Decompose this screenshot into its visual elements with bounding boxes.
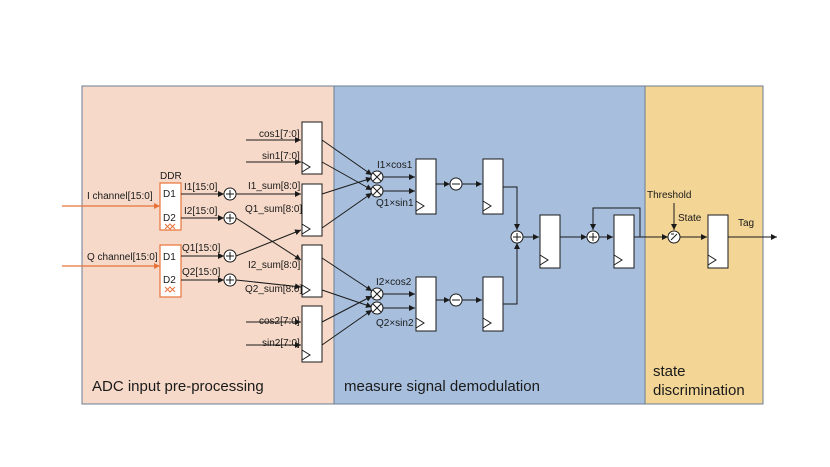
ddr-i-clock-icon [164,223,176,230]
i2-label: I2[15:0] [184,206,218,217]
register-product1 [415,158,437,215]
adder-combine-icon [510,230,524,244]
demod-section-title: measure signal demodulation [344,378,540,395]
comparator-icon [667,230,681,244]
q-channel-label: Q channel[15:0] [87,252,158,263]
ddr-i-d2-label: D2 [163,213,176,224]
ddr-q-clock-icon [164,286,176,293]
adder-accumulate-icon [586,230,600,244]
tag-label: Tag [738,218,754,229]
adc-section [81,85,335,405]
ddr-i-d1-label: D1 [163,189,176,200]
ddr-q-d1-label: D1 [163,252,176,263]
adder-i1-icon [223,187,237,201]
q2-label: Q2[15:0] [182,267,221,278]
ddr-block-q: D1 D2 [159,244,182,298]
state-label: State [678,213,702,224]
register-cos-sin1 [301,121,323,175]
register-sub1 [482,158,504,215]
q2-sum-label: Q2_sum[8:0] [245,284,302,295]
adder-i2-icon [223,211,237,225]
ddr-title: DDR [160,171,182,182]
register-sum [539,214,561,269]
subtractor-2-icon [449,293,463,307]
register-accumulator [613,214,635,269]
state-section-title-line2: discrimination [653,382,745,399]
multiplier-i2cos2-icon [370,287,384,301]
demod-section [333,85,646,405]
sin2-label: sin2[7:0] [262,338,300,349]
adder-q1-icon [223,249,237,263]
multiplier-i1cos1-icon [370,170,384,184]
multiplier-q2sin2-icon [370,301,384,315]
ddr-q-d2-label: D2 [163,275,176,286]
register-cos-sin2 [301,305,323,363]
register-i1q1-sum [301,183,323,237]
q2sin2-label: Q2×sin2 [376,318,414,329]
i2cos2-label: I2×cos2 [376,277,412,288]
i1cos1-label: I1×cos1 [377,160,413,171]
adder-q2-icon [223,273,237,287]
state-section-title-line1: state [653,363,686,380]
cos1-label: cos1[7:0] [259,129,300,140]
i1-sum-label: I1_sum[8:0] [248,181,300,192]
register-i2q2-sum [301,244,323,298]
ddr-block-i: D1 D2 [159,182,182,231]
i1-label: I1[15:0] [184,182,218,193]
i-channel-label: I channel[15:0] [87,191,153,202]
i2-sum-label: I2_sum[8:0] [248,260,300,271]
register-product2 [415,276,437,332]
q1sin1-label: Q1×sin1 [376,198,414,209]
register-state [707,214,729,269]
threshold-label: Threshold [647,190,691,201]
state-section [644,85,764,405]
q1-label: Q1[15:0] [182,243,221,254]
sin1-label: sin1[7:0] [262,151,300,162]
q1-sum-label: Q1_sum[8:0] [245,204,302,215]
adc-section-title: ADC input pre-processing [92,378,264,395]
subtractor-1-icon [449,177,463,191]
cos2-label: cos2[7:0] [259,316,300,327]
register-sub2 [482,276,504,332]
multiplier-q1sin1-icon [370,184,384,198]
